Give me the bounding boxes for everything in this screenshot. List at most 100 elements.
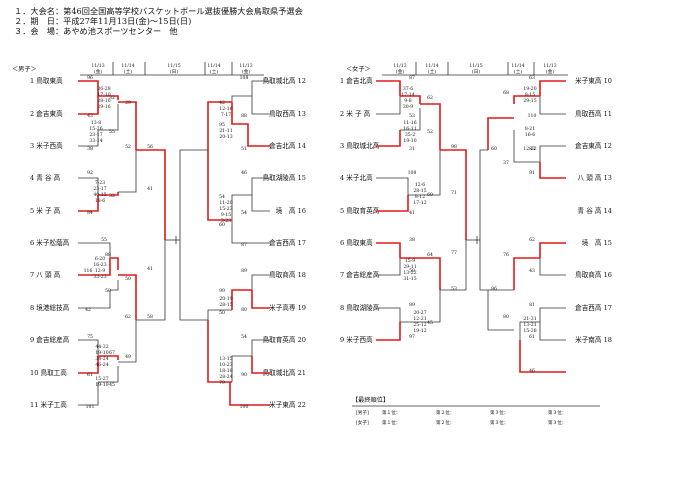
- bracket-line: [539, 322, 566, 341]
- quarter-score-men: 23-17: [93, 186, 106, 192]
- bracket-line: [231, 194, 252, 228]
- quarter-score-men: 20-19: [219, 296, 232, 302]
- score-men: 41: [147, 266, 153, 272]
- bracket-line: [251, 177, 270, 195]
- bracket-line: [98, 104, 119, 131]
- team-name-women-right: 境 高 15: [582, 238, 612, 247]
- quarter-score-women: 28-15: [413, 188, 426, 194]
- final-standings-2nd: 第２位：: [436, 409, 454, 416]
- quarter-score-men: 44-32: [95, 344, 108, 350]
- score-men: 100: [240, 404, 249, 410]
- winner-path: [231, 102, 270, 147]
- final-standings-3rd: 第３位：: [548, 419, 566, 426]
- score-men: 50: [125, 276, 131, 282]
- quarter-score-women: 25-12: [413, 322, 426, 328]
- men-weekday-header: (日): [170, 68, 178, 75]
- winner-path: [376, 130, 401, 147]
- score-women: 37: [503, 160, 509, 166]
- quarter-score-men: 18-6: [95, 198, 105, 204]
- team-name-men-left: 2 倉吉東高: [30, 109, 63, 118]
- men-date-header: 11/15: [167, 63, 180, 69]
- winner-path: [136, 149, 166, 240]
- team-name-men-right: 鳥取城北高 21: [263, 368, 306, 377]
- team-name-men-left: 9 倉吉総産高: [30, 335, 70, 344]
- team-name-men-left: 5 米 子 高: [30, 206, 61, 215]
- quarter-score-men: 33-14: [89, 138, 102, 144]
- quarter-score-women: 19-10: [403, 138, 416, 144]
- women-date-header: 11/13: [393, 63, 406, 69]
- quarter-score-men: 15-27: [95, 376, 108, 382]
- score-women: 98: [451, 144, 457, 150]
- winner-path: [78, 195, 99, 212]
- bracket-line: [78, 339, 99, 356]
- women-weekday-header: (金): [396, 68, 404, 75]
- quarter-score-men: 20-13: [219, 134, 232, 140]
- women-section-label: ＜女子＞: [346, 65, 371, 73]
- quarter-score-women: 8-12: [415, 194, 425, 200]
- team-name-women-left: 2 米 子 高: [340, 109, 371, 118]
- team-name-women-right: 米子東高 10: [575, 76, 612, 85]
- quarter-score-men: 28-15: [219, 302, 232, 308]
- score-men: 51: [241, 146, 247, 152]
- team-name-men-left: 6 米子松蔭高: [30, 238, 70, 247]
- quarter-score-women: 17-14: [401, 92, 414, 98]
- score-men: 56: [147, 144, 153, 150]
- team-name-women-left: 1 倉吉北高: [340, 76, 373, 85]
- bracket-line: [179, 240, 208, 321]
- quarter-score-men: 28-24: [219, 374, 232, 380]
- quarter-score-women: 29-15: [523, 98, 536, 104]
- quarter-score-men: 12-9: [95, 268, 105, 274]
- team-name-men-right: 鳥取湖陵高 15: [263, 173, 306, 182]
- quarter-score-women: 12-22: [523, 146, 536, 152]
- tournament-venue: ３．会 場：あやめ池スポーツセンター 他: [14, 26, 178, 36]
- quarter-score-men: 12-16: [219, 106, 232, 112]
- score-women: 45: [427, 320, 433, 326]
- team-name-women-left: 3 鳥取城北高: [340, 141, 380, 150]
- score-men: 87: [241, 242, 247, 248]
- team-name-women-left: 9 米子西高: [340, 335, 373, 344]
- bracket-line: [251, 80, 270, 96]
- score-men: 42: [85, 307, 91, 313]
- women-weekday-header: (土): [514, 68, 522, 75]
- team-name-men-right: 境 高 16: [276, 206, 306, 215]
- quarter-score-women: 13-22: [403, 270, 416, 276]
- quarter-score-women: 15-9: [405, 258, 415, 264]
- winner-path: [78, 356, 99, 374]
- winner-path: [251, 356, 270, 374]
- team-name-women-left: 4 米子北高: [340, 173, 373, 182]
- bracket-line: [179, 149, 208, 240]
- quarter-score-men: 17-10: [97, 92, 110, 98]
- quarter-score-men: 3-23: [221, 218, 231, 224]
- men-weekday-header: (土): [124, 68, 132, 75]
- score-men: 84: [87, 210, 93, 216]
- winner-path: [251, 290, 270, 309]
- score-women: 80: [503, 314, 509, 320]
- score-men: 32: [109, 95, 115, 101]
- score-men: 49: [125, 354, 131, 360]
- bracket-line: [539, 96, 566, 115]
- score-women: 63: [529, 75, 535, 81]
- men-date-header: 11/14: [207, 63, 220, 69]
- score-men: 99: [219, 288, 225, 294]
- final-standings-3rd: 第３位：: [490, 419, 508, 426]
- winner-path: [78, 96, 99, 115]
- score-men: 45: [109, 382, 115, 388]
- score-women: 77: [451, 250, 457, 256]
- team-name-men-left: 8 境港総技高: [30, 303, 70, 312]
- winner-path: [376, 242, 401, 258]
- bracket-line: [376, 258, 401, 276]
- team-name-women-right: 鳥取西高 11: [575, 109, 612, 118]
- winner-path: [98, 192, 119, 196]
- score-women: 52: [427, 129, 433, 135]
- team-name-women-right: 鳥取商高 16: [575, 270, 612, 279]
- score-men: 89: [241, 268, 247, 274]
- score-men: 41: [147, 186, 153, 192]
- score-men: 80: [241, 307, 247, 313]
- team-name-men-right: 米子東高 22: [269, 400, 306, 409]
- score-men: 54: [241, 210, 247, 216]
- winner-path: [98, 355, 119, 360]
- score-men: 32: [109, 193, 115, 199]
- bracket-line: [78, 290, 111, 309]
- winner-path: [376, 322, 401, 341]
